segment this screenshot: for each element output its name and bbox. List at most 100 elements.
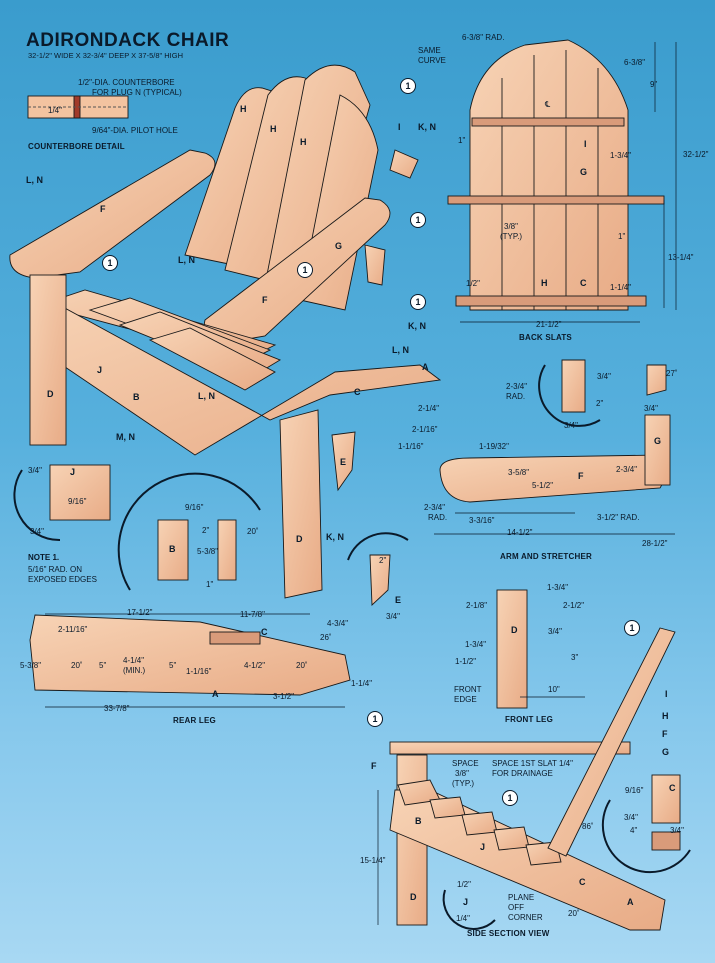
counterbore-caption: COUNTERBORE DETAIL — [28, 142, 125, 151]
arm-3-3-16: 3-3/16" — [469, 516, 495, 525]
label-j: J — [97, 365, 103, 375]
bs-curve: CURVE — [418, 56, 446, 65]
fl-1-3-4-b: 1-3/4" — [465, 640, 487, 649]
ss-1-2: 1/2" — [457, 880, 471, 889]
rl-4-1-2: 4-1/2" — [244, 661, 266, 670]
ss-label-d: D — [410, 892, 417, 902]
bs-label-h: H — [541, 278, 548, 288]
rl-5-b: 5" — [169, 661, 177, 670]
counterbore-callout-2: FOR PLUG N (TYPICAL) — [92, 88, 182, 97]
rl-2-11-16: 2-11/16" — [58, 625, 88, 634]
bs-rad: 6-3/8" RAD. — [462, 33, 505, 42]
arm-14-1-2: 14-1/2" — [507, 528, 533, 537]
label-b: B — [133, 392, 140, 402]
arm-1-1-16: 1-1/16" — [398, 442, 424, 451]
fl-1-3-4-a: 1-3/4" — [547, 583, 569, 592]
arm-5-1-2: 5-1/2" — [532, 481, 554, 490]
arm-label-g: G — [654, 436, 662, 446]
j-detail-outline — [13, 469, 61, 542]
page-subtitle: 32-1/2" WIDE X 32-3/4" DEEP X 37-5/8" HI… — [28, 51, 183, 60]
arm-label-f: F — [578, 471, 584, 481]
stretcher-G — [364, 244, 386, 286]
b-20: 20˚ — [247, 527, 259, 536]
rl-1-1-4: 1-1/4" — [351, 679, 373, 688]
rear-leg-caption: REAR LEG — [173, 716, 216, 725]
rear-leg-profile — [29, 614, 351, 696]
fl-edge: EDGE — [454, 695, 477, 704]
front-leg-right — [279, 409, 323, 599]
b-detail — [157, 519, 189, 581]
callout-1-marker: 1 — [410, 212, 426, 228]
j-3-4-a: 3/4" — [28, 466, 42, 475]
ss-label-i: I — [665, 689, 668, 699]
ss-label-j: J — [480, 842, 486, 852]
side-rear-leg — [389, 789, 666, 931]
ss-1-4: 1/4" — [456, 914, 470, 923]
front-leg-caption: FRONT LEG — [505, 715, 554, 724]
side-section-caption: SIDE SECTION VIEW — [467, 929, 550, 938]
ss-c-9-16: 9/16" — [625, 786, 644, 795]
arm-rad-word: RAD. — [506, 392, 526, 401]
plane-detail-outline — [442, 889, 496, 930]
g-small-detail — [646, 364, 667, 396]
rl-label-a: A — [212, 689, 219, 699]
label-e: E — [340, 457, 347, 467]
arm-2-3-4-rad: 2-3/4" — [506, 382, 528, 391]
label-h-2: H — [270, 124, 277, 134]
callout-1-marker: 1 — [624, 620, 640, 636]
b-2: 2" — [202, 526, 210, 535]
b-5-3-8: 5-3/8" — [197, 547, 219, 556]
ss-c-4: 4" — [630, 826, 638, 835]
ss-label-j-small: J — [463, 897, 469, 907]
bs-32-1-2: 32-1/2" — [683, 150, 709, 159]
fl-3: 3" — [571, 653, 579, 662]
arm-1-19-32: 1-19/32" — [479, 442, 509, 451]
ss-label-c: C — [579, 877, 586, 887]
label-h-1: H — [240, 104, 247, 114]
label-a: A — [422, 362, 429, 372]
e-detail-outline — [347, 532, 409, 561]
ss-plane-2: OFF — [508, 903, 524, 912]
arm-2: 2" — [596, 399, 604, 408]
callout-1-marker: 1 — [400, 78, 416, 94]
bs-typ: (TYP.) — [500, 232, 523, 241]
arm-28-1-2: 28-1/2" — [642, 539, 668, 548]
label-ln-3: L, N — [392, 345, 409, 355]
ss-label-a: A — [627, 897, 634, 907]
ss-label-f-left: F — [371, 761, 377, 771]
brace-I — [389, 149, 419, 179]
rl-3-1-2: 3-1/2" — [273, 692, 295, 701]
ss-c-3-4-a: 3/4" — [624, 813, 638, 822]
bs-21-1-2: 21-1/2" — [536, 320, 562, 329]
label-ln-2: L, N — [178, 255, 195, 265]
rl-20-a: 20˚ — [71, 661, 83, 670]
callout-1-marker: 1 — [102, 255, 118, 271]
label-c: C — [354, 387, 361, 397]
j-detail — [49, 464, 111, 521]
e-3-4: 3/4" — [386, 612, 400, 621]
j-9-16: 9/16" — [68, 497, 87, 506]
brace-E — [331, 431, 356, 492]
counterbore-depth: 1/4" — [48, 106, 62, 115]
note-line-2: EXPOSED EDGES — [28, 575, 97, 584]
ss-86: 86˚ — [582, 822, 594, 831]
note-line-1: 5/16" RAD. ON — [28, 565, 82, 574]
bs-1-b: 1" — [618, 232, 626, 241]
rl-20-b: 20˚ — [296, 661, 308, 670]
bs-same: SAME — [418, 46, 441, 55]
side-seat-arm — [389, 741, 631, 755]
c-detail-outline — [601, 799, 691, 874]
fl-2-1-8: 2-1/8" — [466, 601, 488, 610]
b-1: 1" — [206, 580, 214, 589]
arm-3-4-a: 3/4" — [597, 372, 611, 381]
rl-11-7-8: 11-7/8" — [240, 610, 265, 619]
ss-drain-1: SPACE 1ST SLAT 1/4" — [492, 759, 573, 768]
arm-3-4-b: 3/4" — [644, 404, 658, 413]
j-3-4-b: 3/4" — [30, 527, 44, 536]
label-kn-3: K, N — [326, 532, 344, 542]
ss-20: 20˚ — [568, 909, 580, 918]
label-kn-1: K, N — [418, 122, 436, 132]
arm-27: 27˚ — [666, 369, 678, 378]
